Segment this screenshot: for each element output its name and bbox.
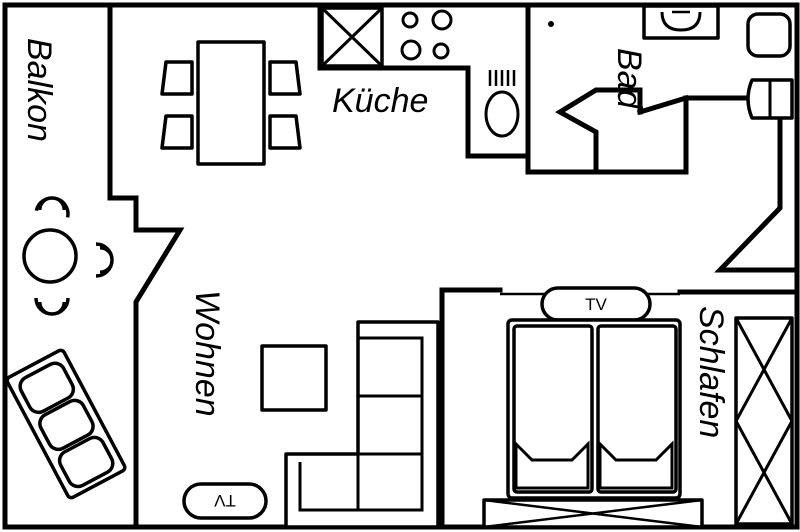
coffee-table	[260, 344, 328, 412]
chair-icon	[160, 114, 194, 150]
corner-sofa	[284, 320, 440, 529]
double-bed	[506, 318, 682, 500]
bedroom-tv-label: TV	[585, 295, 607, 314]
bed-headboard	[482, 498, 704, 529]
living-area: Wohnen TV	[182, 290, 440, 529]
cabinet-cross-b	[320, 6, 384, 68]
bedroom-area: TV Schlafen	[482, 286, 794, 529]
bed-mattress-right	[596, 324, 678, 494]
chair-icon	[160, 60, 194, 96]
washbasin-icon	[660, 11, 702, 32]
stove-icon	[400, 9, 453, 61]
living-tv-label: TV	[213, 491, 235, 510]
bathroom-door-wall	[636, 94, 690, 116]
bedroom-left-wall	[439, 287, 503, 530]
bathroom-corridor-wall	[593, 95, 800, 273]
living-tv-icon	[182, 482, 268, 520]
dining-set	[160, 40, 302, 166]
bathroom-area: Bad	[548, 4, 794, 120]
dining-table	[196, 40, 266, 166]
sink-icon	[484, 70, 520, 138]
balcony-label: Balkon	[20, 38, 58, 142]
drain-icon	[548, 21, 554, 27]
shower-tray	[746, 12, 792, 58]
chair-icon	[268, 114, 302, 150]
bed-mattress-left	[512, 324, 594, 494]
kitchen-label: Küche	[332, 82, 428, 120]
living-label: Wohnen	[188, 290, 226, 417]
chair-icon	[268, 60, 302, 96]
balcony-area: Balkon	[5, 38, 127, 500]
bathroom-wall	[525, 2, 643, 175]
wardrobe	[734, 316, 794, 526]
bedroom-label: Schlafen	[692, 306, 730, 438]
lounger-icon	[5, 348, 127, 500]
pillow-right	[598, 440, 674, 490]
pillow-left	[514, 440, 590, 490]
kitchen-wall	[317, 2, 531, 159]
balcony-wall	[107, 2, 185, 530]
round-table-icon	[22, 196, 114, 316]
kitchen-area: Küche	[320, 6, 520, 138]
bathroom-label: Bad	[610, 48, 648, 110]
